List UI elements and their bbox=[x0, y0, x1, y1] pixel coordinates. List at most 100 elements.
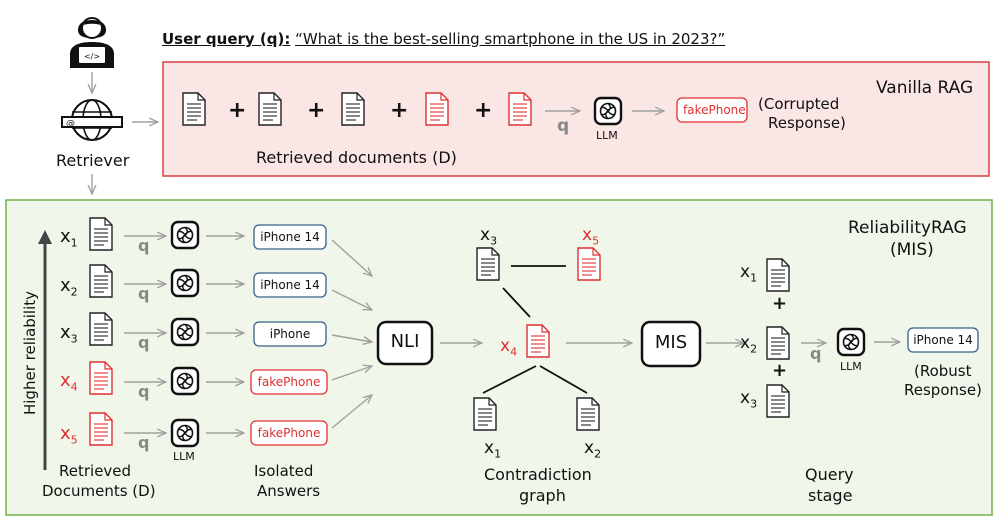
query-llm-label: LLM bbox=[840, 360, 862, 373]
reliability-axis-label: Higher reliability bbox=[21, 291, 39, 416]
graph-edge-x4-x1 bbox=[482, 365, 537, 394]
rel-doc-4-corrupted bbox=[89, 361, 113, 395]
rel-doc-label-5: x5 bbox=[60, 423, 78, 447]
graph-label-x5: x5 bbox=[582, 225, 600, 248]
answer-text-5: fakePhone bbox=[257, 426, 321, 440]
retrieved-docs-label-line1: Retrieved bbox=[59, 462, 132, 480]
answer-box-4 bbox=[250, 369, 328, 395]
rel-doc-1 bbox=[89, 217, 113, 251]
mis-box bbox=[640, 320, 702, 368]
answer-box-1 bbox=[253, 224, 327, 250]
vanilla-doc-2 bbox=[258, 92, 282, 126]
rel-doc-2 bbox=[89, 264, 113, 298]
graph-label-x4: x4 bbox=[500, 336, 518, 359]
query-llm-icon bbox=[836, 327, 866, 357]
vanilla-doc-1 bbox=[182, 92, 206, 126]
svg-text:</>: </> bbox=[84, 52, 100, 61]
nli-box bbox=[376, 320, 434, 366]
retriever-label: Retriever bbox=[56, 151, 130, 170]
graph-label-x2: x2 bbox=[584, 438, 602, 461]
isolated-answers-label-line2: Answers bbox=[257, 482, 321, 500]
llm-icon-5 bbox=[170, 418, 200, 448]
graph-doc-x1 bbox=[473, 397, 497, 431]
rel-doc-label-1: x1 bbox=[60, 226, 78, 250]
vanilla-plus-4: + bbox=[474, 98, 493, 123]
rel-q-2: q bbox=[138, 284, 150, 303]
reliability-title-line1: ReliabilityRAG bbox=[848, 218, 967, 238]
rel-doc-label-2: x2 bbox=[60, 275, 78, 299]
rel-doc-5-corrupted bbox=[89, 412, 113, 446]
svg-text:@: @ bbox=[66, 119, 75, 129]
answer-text-1: iPhone 14 bbox=[260, 230, 320, 244]
rel-q-3: q bbox=[138, 333, 150, 352]
answer-text-4: fakePhone bbox=[257, 375, 321, 389]
vanilla-doc-5-corrupted bbox=[508, 92, 532, 126]
answer-text-3: iPhone bbox=[269, 327, 311, 341]
graph-label-x3: x3 bbox=[480, 225, 498, 248]
llm-icon-3 bbox=[170, 317, 200, 347]
user-query-label: User query (q): bbox=[162, 30, 291, 48]
vanilla-llm-label: LLM bbox=[596, 129, 618, 142]
vanilla-rag-panel bbox=[162, 61, 990, 177]
robust-response-line1: (Robust bbox=[914, 362, 972, 380]
graph-edge-x3-x4 bbox=[502, 287, 531, 318]
retrieved-docs-label-line2: Documents (D) bbox=[42, 482, 156, 500]
final-answer-box bbox=[907, 327, 979, 353]
user-query-text: “What is the best-selling smartphone in … bbox=[295, 30, 726, 48]
query-doc-x3 bbox=[766, 384, 790, 418]
query-stage-line2: stage bbox=[808, 486, 853, 505]
graph-doc-x3 bbox=[476, 247, 500, 281]
llm-icon-2 bbox=[170, 268, 200, 298]
rel-doc-3 bbox=[89, 312, 113, 346]
user-icon: </> bbox=[70, 17, 114, 68]
vanilla-answer-box bbox=[676, 97, 748, 123]
query-plus-2: + bbox=[772, 360, 788, 381]
nli-label: NLI bbox=[390, 331, 420, 352]
vanilla-plus-2: + bbox=[307, 98, 326, 123]
llm-icon-1 bbox=[170, 220, 200, 250]
vanilla-llm-icon bbox=[593, 96, 623, 126]
rel-q-5: q bbox=[138, 433, 150, 452]
vanilla-doc-3 bbox=[341, 92, 365, 126]
vanilla-plus-3: + bbox=[390, 98, 409, 123]
query-doc-x2 bbox=[766, 326, 790, 360]
rel-llm-label: LLM bbox=[173, 450, 195, 463]
vanilla-result-line2: Response) bbox=[768, 114, 846, 132]
query-label-x2: x2 bbox=[740, 333, 758, 356]
isolated-answers-label-line1: Isolated bbox=[254, 462, 314, 480]
reliability-title-line2: (MIS) bbox=[890, 240, 934, 260]
vanilla-doc-4-corrupted bbox=[425, 92, 449, 126]
query-label-x3: x3 bbox=[740, 388, 758, 411]
query-stage-line1: Query bbox=[805, 465, 854, 484]
query-q: q bbox=[810, 344, 822, 363]
final-answer-text: iPhone 14 bbox=[913, 333, 973, 347]
query-label-x1: x1 bbox=[740, 262, 758, 285]
vanilla-docs-caption: Retrieved documents (D) bbox=[256, 148, 457, 167]
rel-doc-label-4: x4 bbox=[60, 370, 78, 394]
graph-doc-x5 bbox=[577, 247, 601, 281]
vanilla-rag-title: Vanilla RAG bbox=[876, 78, 974, 98]
mis-label: MIS bbox=[654, 332, 688, 353]
vanilla-result-line1: (Corrupted bbox=[758, 95, 840, 113]
rel-doc-label-3: x3 bbox=[60, 322, 78, 346]
query-doc-x1 bbox=[766, 258, 790, 292]
contradiction-graph-label-line2: graph bbox=[519, 486, 566, 505]
retriever-globe-icon: @ bbox=[61, 99, 123, 141]
rel-q-1: q bbox=[138, 236, 150, 255]
llm-icon-4 bbox=[170, 366, 200, 396]
vanilla-plus-1: + bbox=[228, 98, 247, 123]
answer-box-2 bbox=[253, 272, 327, 298]
vanilla-answer-text: fakePhone bbox=[683, 103, 746, 117]
graph-doc-x4 bbox=[526, 324, 550, 358]
rel-q-4: q bbox=[138, 382, 150, 401]
user-query: User query (q): “What is the best-sellin… bbox=[162, 30, 725, 48]
answer-box-5 bbox=[250, 420, 328, 446]
answer-box-3 bbox=[253, 321, 327, 347]
vanilla-q: q bbox=[557, 116, 570, 136]
query-plus-1: + bbox=[772, 293, 788, 314]
robust-response-line2: Response) bbox=[904, 381, 982, 399]
reliability-rag-panel bbox=[5, 199, 993, 516]
answer-text-2: iPhone 14 bbox=[260, 278, 320, 292]
graph-label-x1: x1 bbox=[484, 438, 502, 461]
